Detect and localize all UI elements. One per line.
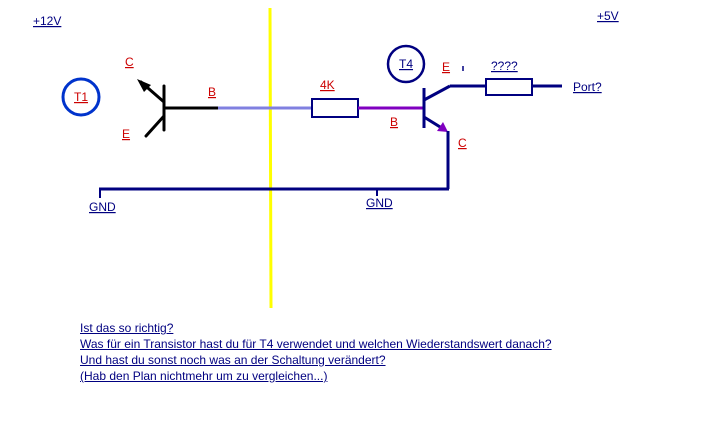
t1-collector-label: C (125, 55, 134, 69)
question-note: Ist das so richtig? Was für ein Transist… (80, 320, 552, 384)
t4-emitter-label: E (442, 60, 450, 74)
t4-circle (386, 44, 426, 84)
divider-line (268, 7, 273, 309)
port-label: Port? (573, 80, 602, 94)
note-line: Und hast du sonst noch was an der Schalt… (80, 353, 386, 367)
t4-collector-arrow (437, 122, 448, 132)
voltage-5v-label: +5V (597, 9, 619, 23)
note-line: Was für ein Transistor hast du für T4 ve… (80, 337, 552, 351)
t1-base-label: B (208, 85, 216, 99)
resistor-unknown (485, 78, 533, 96)
resistor-unknown-label: ???? (491, 59, 518, 73)
t4-transistor-symbol (422, 84, 451, 132)
t1-transistor-symbol (137, 79, 220, 138)
note-line: (Hab den Plan nichtmehr um zu vergleiche… (80, 369, 328, 383)
t1-circle (61, 77, 101, 117)
t4-collector-label: C (458, 136, 467, 150)
t4-label: T4 (399, 57, 413, 71)
note-line: Ist das so richtig? (80, 321, 174, 335)
voltage-12v-label: +12V (33, 14, 61, 28)
gnd-mid-label: GND (366, 196, 393, 210)
resistor-4k-label: 4K (320, 78, 335, 92)
t4-base-label: B (390, 115, 398, 129)
gnd-left-label: GND (89, 200, 116, 214)
t1-label: T1 (74, 90, 88, 104)
resistor-4k (311, 98, 359, 118)
t1-emitter-label: E (122, 127, 130, 141)
